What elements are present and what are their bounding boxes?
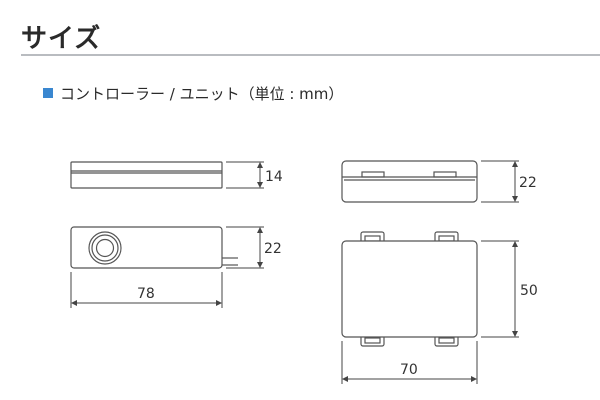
unit-top-view <box>341 231 478 347</box>
unit-side-view <box>341 160 478 203</box>
unit-width-dimension <box>341 341 478 384</box>
bullet-square-icon <box>43 88 53 98</box>
unit-depth-dimension <box>481 240 519 338</box>
controller-height-label: 14 <box>265 169 283 185</box>
controller-width-label: 78 <box>137 286 155 302</box>
controller-height-dimension <box>226 161 264 189</box>
section-subtitle: コントローラー / ユニット（単位 : mm） <box>60 85 344 103</box>
controller-top-view <box>70 226 238 269</box>
controller-width-dimension <box>70 272 223 308</box>
controller-side-view <box>70 161 223 189</box>
controller-knob-icon <box>88 231 122 265</box>
title-divider <box>21 54 600 56</box>
unit-width-label: 70 <box>400 362 418 378</box>
unit-depth-label: 50 <box>520 283 538 299</box>
page-title: サイズ <box>21 24 102 54</box>
controller-depth-label: 22 <box>264 241 282 257</box>
controller-depth-dimension <box>226 226 264 269</box>
unit-height-label: 22 <box>519 175 537 191</box>
unit-height-dimension <box>481 160 519 203</box>
